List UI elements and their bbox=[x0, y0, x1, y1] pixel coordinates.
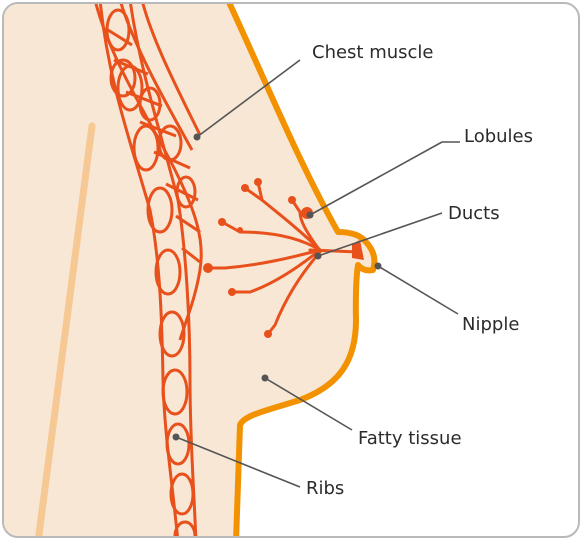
label-nipple: Nipple bbox=[462, 316, 519, 334]
label-lobules: Lobules bbox=[464, 128, 533, 146]
label-ribs: Ribs bbox=[306, 480, 344, 498]
label-ducts: Ducts bbox=[448, 205, 500, 223]
label-chest-muscle: Chest muscle bbox=[312, 44, 434, 62]
label-fatty-tissue: Fatty tissue bbox=[358, 430, 462, 448]
